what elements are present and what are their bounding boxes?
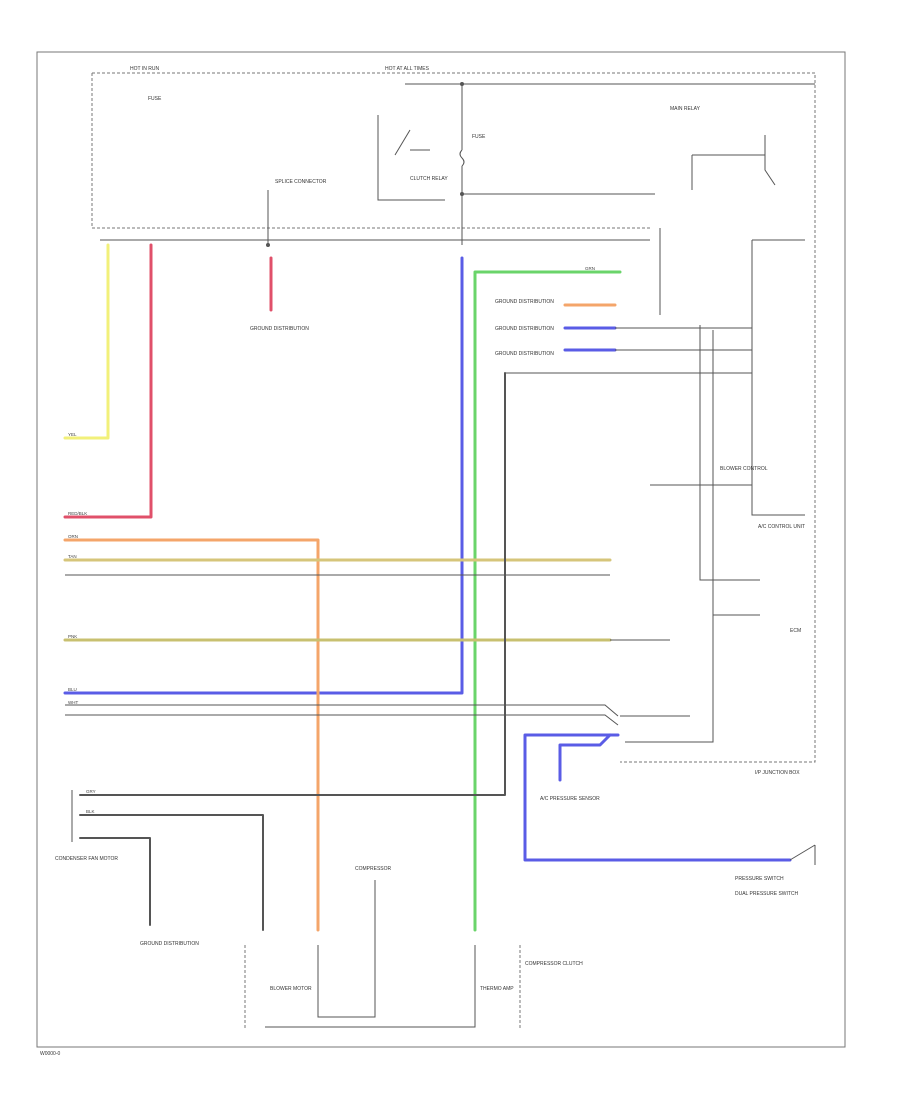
label-pressure-switch: PRESSURE SWITCH — [735, 876, 784, 882]
relay-left-switch — [394, 129, 430, 156]
label-compressor: COMPRESSOR — [355, 866, 392, 872]
wire-yellow — [63, 243, 110, 440]
label-fuse-left: FUSE — [148, 96, 162, 102]
wire-blue-lower-2 — [523, 733, 792, 862]
bottom-box-lines — [265, 880, 476, 1028]
label-splice-connector: SPLICE CONNECTOR — [275, 179, 327, 185]
label-relay-left: CLUTCH RELAY — [410, 176, 448, 182]
ac-control-unit-box — [751, 239, 805, 516]
wire-red-left — [63, 243, 153, 519]
label-ground-5: GROUND DISTRIBUTION — [140, 941, 199, 947]
label-pt-junction-box: I/P JUNCTION BOX — [755, 770, 800, 776]
wire-orange — [63, 538, 320, 932]
relay-right-box — [691, 154, 765, 190]
label-thermo-amp: THERMO AMP — [480, 986, 514, 992]
bottom-box-dash — [244, 945, 521, 1030]
wire-code-yel: YEL — [68, 432, 77, 437]
feed-line-2 — [699, 325, 760, 581]
wire-code-tan: TAN — [68, 554, 77, 559]
center-fuse — [459, 149, 465, 167]
relay-left-box — [377, 115, 445, 201]
label-ac-control-unit: A/C CONTROL UNIT — [758, 524, 805, 530]
relay-right-switch — [764, 135, 776, 186]
wire-gray-pair-1 — [65, 704, 619, 717]
label-compressor-clutch: COMPRESSOR CLUTCH — [525, 961, 583, 967]
wire-code-wht: WHT — [68, 700, 78, 705]
wire-blue-main — [63, 256, 464, 695]
label-hot-top-left: HOT IN RUN — [130, 66, 159, 72]
wire-code-pnk: PNK — [68, 634, 77, 639]
label-blower-motor: BLOWER MOTOR — [270, 986, 312, 992]
wire-gray-down — [79, 372, 506, 796]
junction-box-outline — [92, 72, 816, 763]
label-ecm: ECM — [790, 628, 801, 634]
pressure-switch — [789, 844, 816, 865]
label-ac-pressure-sensor: A/C PRESSURE SENSOR — [540, 796, 600, 802]
label-ground-2: GROUND DISTRIBUTION — [495, 299, 554, 305]
wire-code-red: RED/BLK — [68, 511, 87, 516]
wire-green — [473, 270, 622, 932]
wire-code-gry: GRY — [86, 789, 96, 794]
label-condenser-fan: CONDENSER FAN MOTOR — [55, 856, 118, 862]
wire-blue-lower — [558, 733, 612, 782]
label-ground-1: GROUND DISTRIBUTION — [250, 326, 309, 332]
label-hot-top-center: HOT AT ALL TIMES — [385, 66, 430, 72]
label-dual-pressure: DUAL PRESSURE SWITCH — [735, 891, 799, 897]
label-blower-control: BLOWER CONTROL — [720, 466, 768, 472]
label-ground-4: GROUND DISTRIBUTION — [495, 351, 554, 357]
feed-line-3 — [625, 330, 714, 743]
wire-code-grn: GRN — [585, 266, 595, 271]
wire-code-blk: BLK — [86, 809, 95, 814]
label-fuse-center: FUSE — [472, 134, 486, 140]
wire-code-blu: BLU — [68, 687, 77, 692]
label-ground-3: GROUND DISTRIBUTION — [495, 326, 554, 332]
wire-code-orn: ORN — [68, 534, 78, 539]
wire-gray-pair-2 — [65, 714, 619, 726]
diagram-frame — [36, 51, 846, 1048]
wire-gray-bottom-2 — [79, 837, 151, 926]
wire-gray-bottom-1 — [79, 814, 264, 931]
junction-box-left-edge — [91, 73, 650, 229]
label-relay-right: MAIN RELAY — [670, 106, 701, 112]
footer-code: W0000-0 — [40, 1051, 61, 1057]
